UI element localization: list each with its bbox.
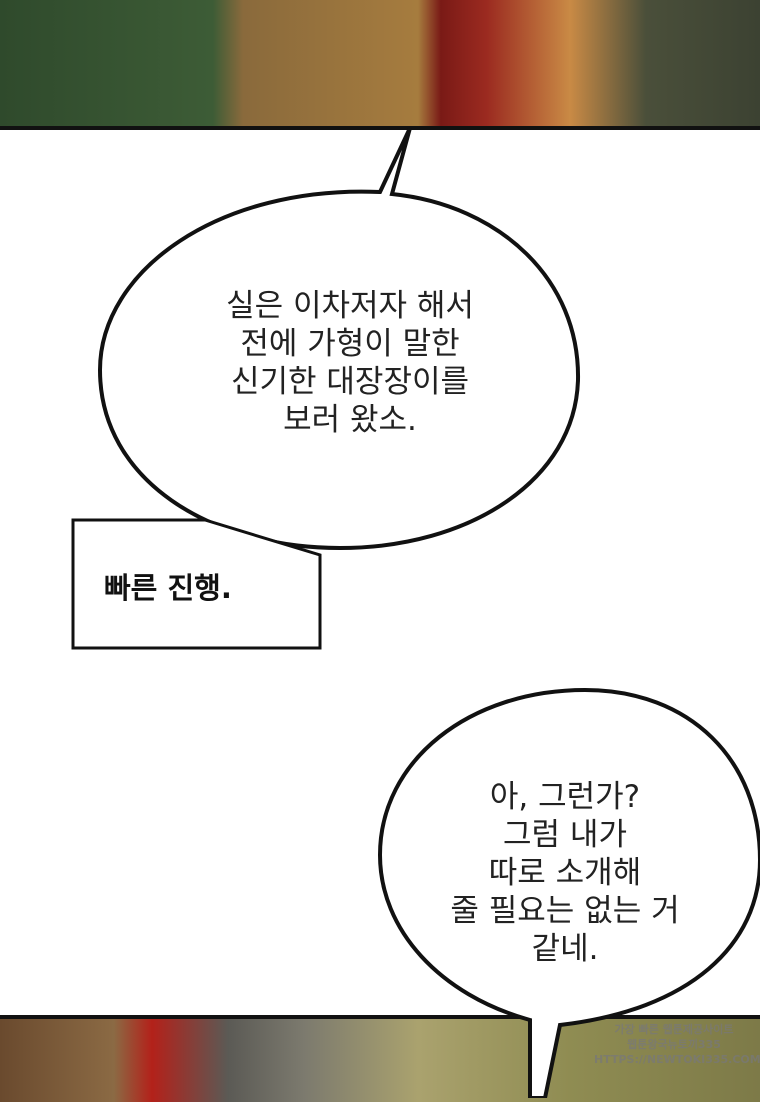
dialogue-line: 아, 그런가? xyxy=(489,779,641,815)
dialogue-line: 줄 필요는 없는 거 xyxy=(450,893,680,929)
dialogue-line: 실은 이차저자 해서 xyxy=(226,288,474,324)
dialogue-line: 보러 왔소. xyxy=(283,402,417,438)
watermark: 가장 빠른 웹툰제공사이트 웹툰왕국뉴토끼335 HTTPS://NEWTOKI… xyxy=(594,1022,760,1067)
speech-bubble-1 xyxy=(97,127,581,551)
top-comic-panel xyxy=(0,0,760,130)
dialogue-line: 따로 소개해 xyxy=(488,855,642,891)
speech-bubble-1-text: 실은 이차저자 해서 전에 가형이 말한 신기한 대장장이를 보러 왔소. xyxy=(140,287,560,439)
watermark-line: 가장 빠른 웹툰제공사이트 xyxy=(614,1023,734,1036)
dialogue-line: 같네. xyxy=(531,931,599,967)
dialogue-line: 전에 가형이 말한 xyxy=(240,326,460,362)
dialogue-line: 그럼 내가 xyxy=(503,817,627,853)
speech-bubble-2-text: 아, 그런가? 그럼 내가 따로 소개해 줄 필요는 없는 거 같네. xyxy=(395,778,735,968)
watermark-line: 웹툰왕국뉴토끼335 xyxy=(627,1038,721,1051)
caption-box xyxy=(71,518,322,650)
speech-bubble-2 xyxy=(377,687,760,1098)
caption-text: 빠른 진행. xyxy=(104,571,232,605)
dialogue-line: 신기한 대장장이를 xyxy=(230,364,469,400)
bottom-comic-panel xyxy=(0,1015,760,1102)
watermark-line: HTTPS://NEWTOKI335.COM xyxy=(594,1053,760,1066)
